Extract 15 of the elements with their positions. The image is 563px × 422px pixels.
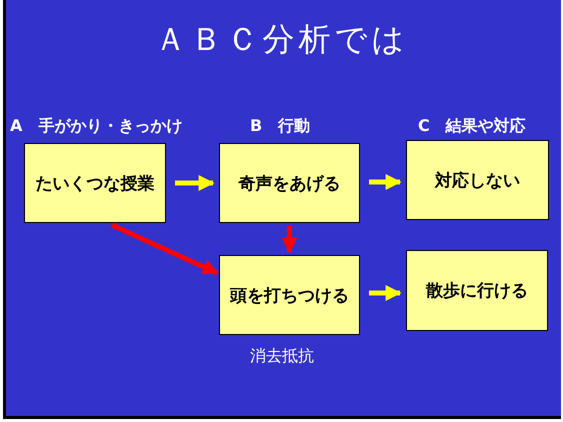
arrow: [369, 285, 402, 301]
process-box: 頭を打ちつける: [219, 255, 360, 335]
arrow: [110, 222, 218, 276]
arrow: [175, 175, 215, 191]
node-label: 消去抵抗: [250, 346, 314, 367]
column-heading: C 結果や対応: [418, 116, 526, 137]
column-heading: B 行動: [250, 116, 310, 137]
process-box: たいくつな授業: [24, 143, 166, 223]
column-heading: A 手がかり・きっかけ: [10, 116, 182, 137]
process-box: 奇声をあげる: [219, 143, 360, 223]
arrow: [282, 226, 298, 254]
process-box: 対応しない: [406, 140, 549, 220]
arrow: [369, 174, 402, 190]
process-box: 散歩に行ける: [406, 250, 548, 331]
title: ＡＢＣ分析では: [154, 19, 410, 60]
